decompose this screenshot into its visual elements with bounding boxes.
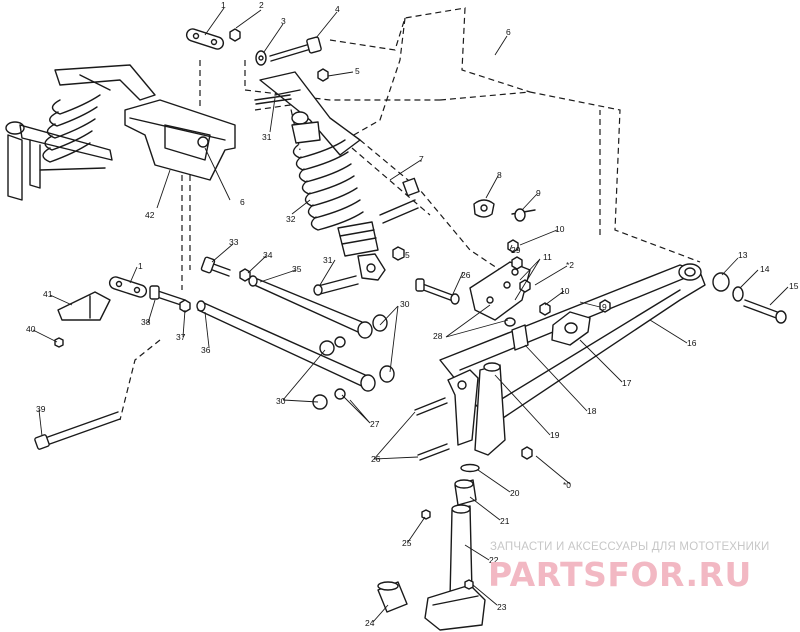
callout-19: 19 [550, 430, 560, 440]
callout-27: 27 [370, 419, 380, 429]
callout-22: 22 [489, 555, 499, 565]
callout-2: 2 [259, 0, 264, 10]
callout-35: 35 [292, 264, 302, 274]
callout-6-mid: 6 [240, 197, 245, 207]
watermark-caption: ЗАПЧАСТИ И АКСЕССУАРЫ ДЛЯ МОТОТЕХНИКИ [490, 541, 770, 553]
top-link-hardware [185, 28, 329, 82]
callout-26-top: 26 [461, 270, 471, 280]
callout-33: 33 [229, 237, 239, 247]
callout-labels: 1 2 3 4 5 6 31 42 6 32 7 8 9 10 29 5 33 … [26, 0, 799, 628]
callout-31-top: 31 [262, 132, 272, 142]
callout-36: 36 [201, 345, 211, 355]
left-shock-absorber-spring [5, 64, 156, 201]
callout-4: 4 [335, 4, 340, 14]
callout-26-bottom: 26 [371, 454, 381, 464]
callout-9-mid: 9 [602, 302, 607, 312]
leader-lines [32, 7, 789, 623]
callout-30-top: 30 [400, 299, 410, 309]
callout-28: 28 [433, 331, 443, 341]
callout-25: 25 [402, 538, 412, 548]
callout-5-mid: 5 [405, 250, 410, 260]
lower-left-hardware [34, 256, 251, 450]
callout-13: 13 [738, 250, 748, 260]
callout-14: 14 [760, 264, 770, 274]
torque-rods [196, 275, 395, 410]
callout-42: 42 [145, 210, 155, 220]
callout-5-top: 5 [355, 66, 360, 76]
callout-3: 3 [281, 16, 286, 26]
callout-20: 20 [510, 488, 520, 498]
callout-9-top: 9 [536, 188, 541, 198]
callout-24: 24 [365, 618, 375, 628]
callout-star-0: *0 [563, 480, 571, 490]
center-shock-absorber [254, 71, 405, 296]
callout-30-bottom: 30 [276, 396, 286, 406]
callout-18: 18 [587, 406, 597, 416]
callout-10-mid: 10 [560, 286, 570, 296]
callout-8: 8 [497, 170, 502, 180]
callout-11: 11 [543, 252, 552, 262]
callout-17: 17 [622, 378, 632, 388]
upper-bolt-and-bushing [379, 177, 536, 224]
shock-mount-bracket [124, 99, 236, 181]
callout-star-2: *2 [566, 260, 574, 270]
callout-39: 39 [36, 404, 46, 414]
callout-6-top: 6 [506, 27, 511, 37]
callout-1-bottom: 1 [138, 261, 143, 271]
spindle-assembly [377, 311, 591, 631]
callout-38: 38 [141, 317, 151, 327]
callout-34: 34 [263, 250, 273, 260]
watermark-logo: PARTSFOR.RU [488, 555, 752, 594]
callout-7: 7 [419, 154, 424, 164]
callout-10-top: 10 [555, 224, 565, 234]
steering-arm-assembly [415, 239, 551, 327]
callout-21: 21 [500, 516, 510, 526]
chassis-frame-outline [119, 7, 701, 421]
callout-37: 37 [176, 332, 186, 342]
callout-23: 23 [497, 602, 507, 612]
callout-15: 15 [789, 281, 799, 291]
callout-41: 41 [43, 289, 53, 299]
callout-32: 32 [286, 214, 296, 224]
watermark: ЗАПЧАСТИ И АКСЕССУАРЫ ДЛЯ МОТОТЕХНИКИ PA… [488, 541, 770, 594]
callout-16: 16 [687, 338, 697, 348]
callout-1-top: 1 [221, 0, 226, 10]
callout-29: 29 [511, 245, 521, 255]
callout-40: 40 [26, 324, 36, 334]
callout-31-mid: 31 [323, 255, 333, 265]
